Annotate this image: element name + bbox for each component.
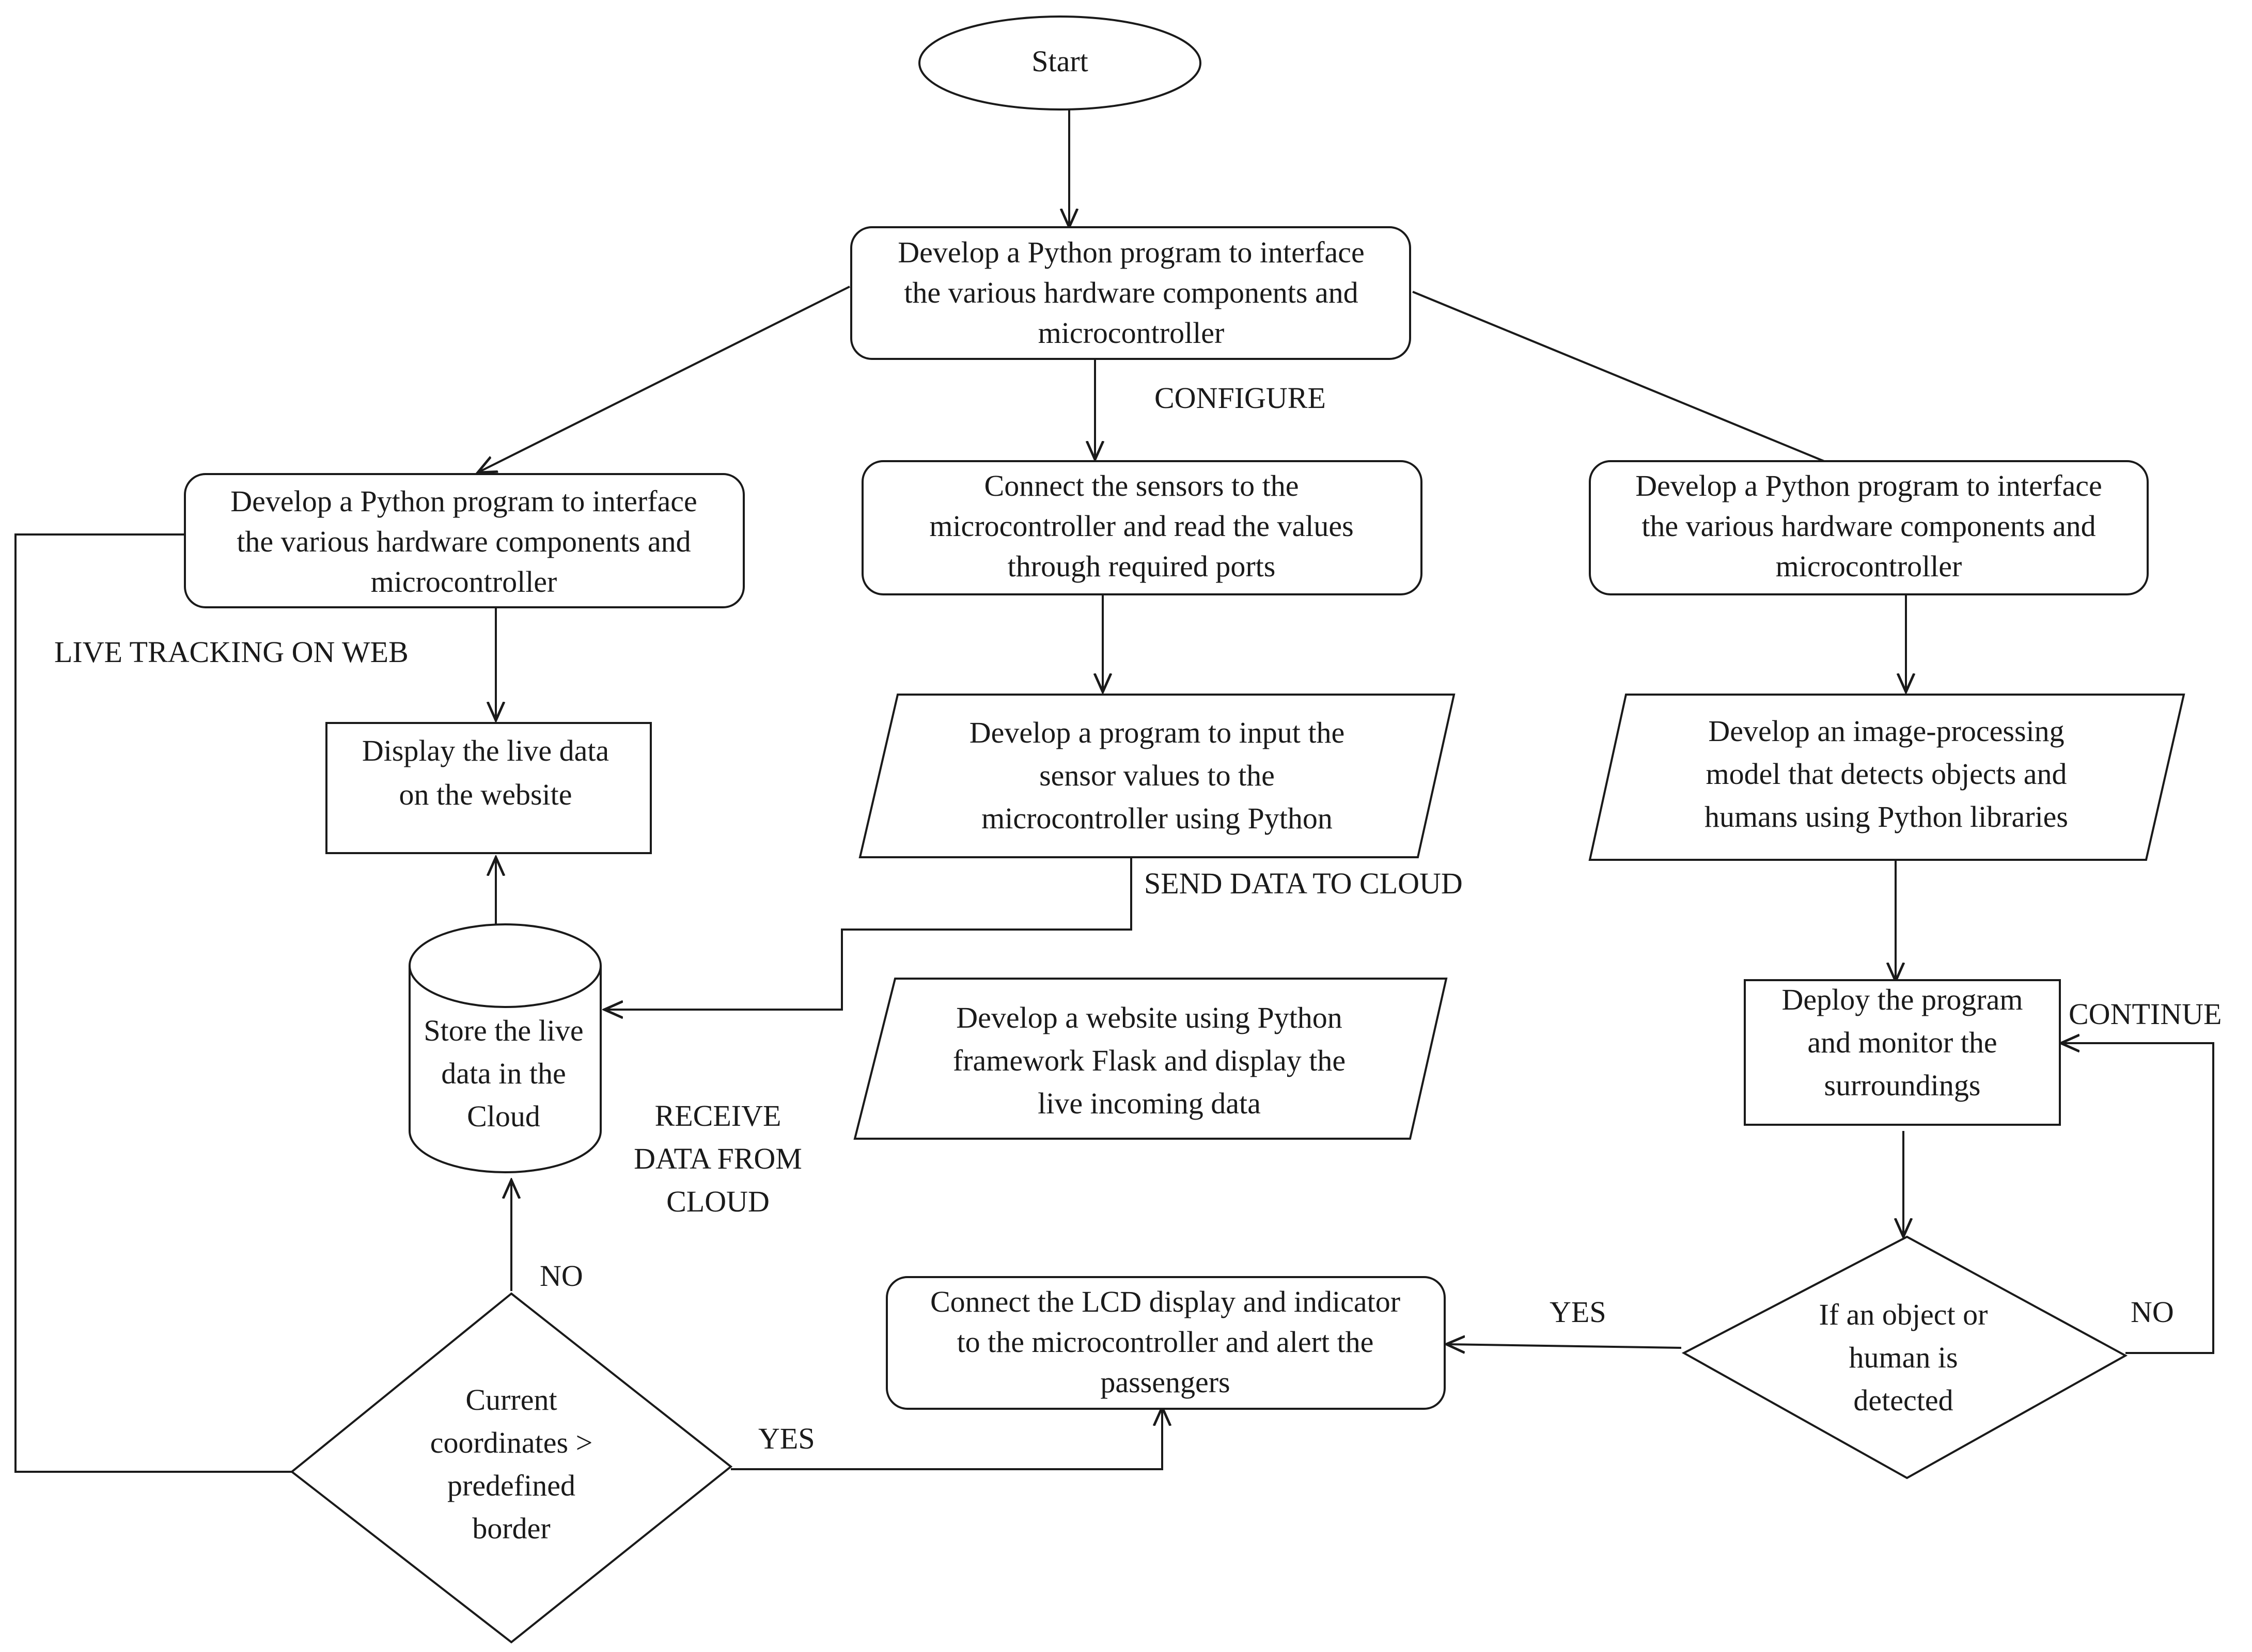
object-detected-text-line: human is	[1849, 1341, 1958, 1374]
store-cloud-text-line: Cloud	[467, 1099, 540, 1133]
store-cloud-text-line: Store the live	[424, 1014, 583, 1047]
deploy-monitor-text-line: surroundings	[1824, 1068, 1981, 1102]
arrow-coords-loop-to-left	[14, 533, 292, 1473]
continue-label-line: CONTINUE	[2069, 997, 2222, 1031]
lcd-alert-box	[886, 1276, 1446, 1410]
image-processing-parallelogram	[1588, 694, 2185, 861]
website-flask-parallelogram	[853, 978, 1448, 1140]
display-live-text-line: Display the live data	[362, 734, 609, 767]
develop-left-text-line: microcontroller	[371, 565, 557, 599]
develop-right-text: Develop a Python program to interface the…	[1635, 469, 2102, 583]
start-label-line: Start	[1031, 44, 1088, 78]
image-processing-text-line: model that detects objects and	[1706, 757, 2067, 791]
develop-main-text-line: microcontroller	[1038, 316, 1225, 350]
connect-sensors-box	[862, 460, 1422, 595]
deploy-monitor-text-line: and monitor the	[1807, 1026, 1997, 1059]
website-flask-text-line: live incoming data	[1038, 1087, 1261, 1120]
live-tracking-label-line: LIVE TRACKING ON WEB	[54, 635, 409, 669]
develop-right-text-line: Develop a Python program to interface	[1635, 469, 2102, 502]
lcd-alert-text-line: passengers	[1100, 1365, 1230, 1399]
develop-left-text: Develop a Python program to interface the…	[230, 484, 697, 599]
receive-data-label-line: RECEIVE	[655, 1099, 781, 1132]
coords-check-text-line: border	[472, 1512, 550, 1545]
image-processing-text-line: humans using Python libraries	[1704, 800, 2068, 833]
connect-sensors-text-line: through required ports	[1008, 549, 1276, 583]
receive-data-label-line: CLOUD	[666, 1185, 770, 1218]
develop-main-text: Develop a Python program to interface the…	[898, 235, 1365, 350]
yes-coords-label-line: YES	[758, 1422, 815, 1455]
arrow-input-to-cloud	[604, 857, 1132, 1010]
develop-left-text-line: the various hardware components and	[237, 525, 691, 558]
input-sensor-text-line: Develop a program to input the	[969, 716, 1344, 749]
develop-left-box	[184, 473, 745, 608]
develop-left-text-line: Develop a Python program to interface	[230, 484, 697, 518]
lcd-alert-text-line: to the microcontroller and alert the	[957, 1325, 1374, 1359]
display-live-text: Display the live data on the website	[362, 734, 609, 811]
develop-main-text-line: the various hardware components and	[904, 276, 1358, 309]
website-flask-text-line: Develop a website using Python	[956, 1001, 1342, 1034]
send-data-label: SEND DATA TO CLOUD	[1144, 867, 1463, 900]
arrow-no-continue-loop	[2061, 1043, 2214, 1354]
deploy-monitor-box	[1744, 979, 2061, 1126]
input-sensor-text-line: sensor values to the	[1039, 759, 1275, 792]
arrow-yes-to-lcd	[1446, 1344, 1682, 1348]
start-label: Start	[1031, 44, 1088, 78]
shapes	[184, 15, 2185, 1644]
yes-coords-label: YES	[758, 1422, 815, 1455]
develop-main-text-line: Develop a Python program to interface	[898, 235, 1365, 269]
deploy-monitor-text-line: Deploy the program	[1781, 983, 2023, 1016]
arrow-coords-yes-to-lcd	[731, 1407, 1162, 1470]
connect-sensors-text: Connect the sensors to the microcontrolle…	[929, 469, 1353, 583]
receive-data-label: RECEIVE DATA FROM CLOUD	[634, 1099, 802, 1218]
no-object-label-line: NO	[2131, 1295, 2174, 1329]
coords-check-text-line: predefined	[447, 1469, 575, 1502]
no-object-label: NO	[2131, 1295, 2174, 1329]
lcd-alert-text-line: Connect the LCD display and indicator	[930, 1285, 1400, 1318]
develop-right-box	[1589, 460, 2149, 595]
display-live-box	[325, 722, 652, 854]
website-flask-text: Develop a website using Python framework …	[953, 1001, 1346, 1120]
start-terminal	[918, 15, 1201, 111]
coords-check-decision	[290, 1292, 733, 1644]
input-sensor-parallelogram	[858, 694, 1456, 858]
lcd-alert-text: Connect the LCD display and indicator to …	[930, 1285, 1400, 1399]
object-detected-text: If an object or human is detected	[1819, 1298, 1988, 1417]
connect-sensors-text-line: Connect the sensors to the	[984, 469, 1299, 502]
develop-right-text-line: the various hardware components and	[1641, 509, 2095, 543]
yes-object-label-line: YES	[1550, 1295, 1606, 1329]
website-flask-text-line: framework Flask and display the	[953, 1044, 1346, 1077]
deploy-monitor-text: Deploy the program and monitor the surroun…	[1781, 983, 2023, 1102]
receive-data-label-line: DATA FROM	[634, 1142, 802, 1175]
coords-check-text: Current coordinates > predefined border	[430, 1383, 593, 1545]
develop-main-box	[850, 226, 1411, 360]
no-coords-label: NO	[540, 1259, 583, 1293]
display-live-text-line: on the website	[399, 778, 572, 811]
object-detected-text-line: If an object or	[1819, 1298, 1988, 1331]
object-detected-text-line: detected	[1853, 1383, 1953, 1417]
yes-object-label: YES	[1550, 1295, 1606, 1329]
arrow-develop-to-left	[478, 286, 850, 473]
store-cloud-text-line: data in the	[441, 1057, 566, 1090]
cloud-storage-cylinder	[409, 923, 602, 1173]
continue-label: CONTINUE	[2069, 997, 2222, 1031]
send-data-label-line: SEND DATA TO CLOUD	[1144, 867, 1463, 900]
input-sensor-text: Develop a program to input the sensor val…	[969, 716, 1344, 835]
image-processing-text: Develop an image-processing model that de…	[1704, 714, 2068, 833]
live-tracking-label: LIVE TRACKING ON WEB	[54, 635, 409, 669]
coords-check-text-line: coordinates >	[430, 1426, 593, 1459]
configure-label-line: CONFIGURE	[1154, 381, 1326, 415]
connectors	[14, 109, 2214, 1473]
image-processing-text-line: Develop an image-processing	[1708, 714, 2064, 748]
input-sensor-text-line: microcontroller using Python	[981, 801, 1333, 835]
arrow-develop-to-right	[1412, 291, 1896, 491]
object-detected-decision	[1681, 1235, 2128, 1480]
develop-right-text-line: microcontroller	[1776, 549, 1962, 583]
configure-label: CONFIGURE	[1154, 381, 1326, 415]
coords-check-text-line: Current	[465, 1383, 557, 1417]
connect-sensors-text-line: microcontroller and read the values	[929, 509, 1353, 543]
no-coords-label-line: NO	[540, 1259, 583, 1293]
